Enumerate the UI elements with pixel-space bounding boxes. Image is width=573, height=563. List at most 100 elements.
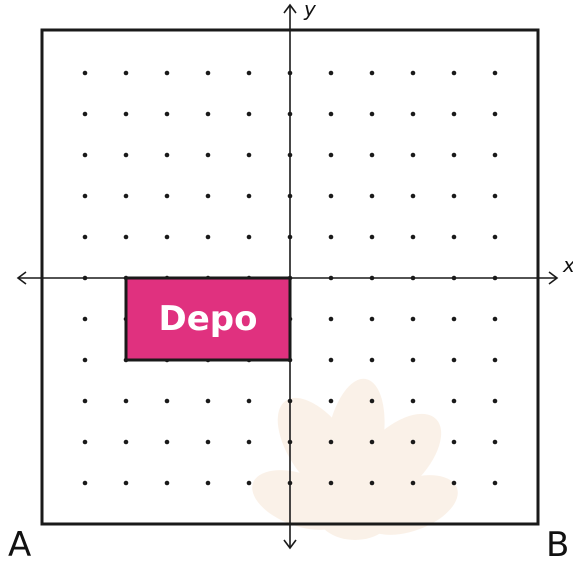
grid-dot [246, 111, 252, 117]
grid-dot [82, 152, 88, 158]
grid-dot [246, 398, 252, 404]
corner-label-a: A [8, 525, 31, 563]
grid-dot [82, 316, 88, 322]
grid-dot [246, 480, 252, 486]
grid-dot [328, 70, 334, 76]
grid-dot [369, 439, 375, 445]
grid-dot [246, 152, 252, 158]
grid-dot [369, 480, 375, 486]
grid-dot [410, 70, 416, 76]
grid-dot [328, 193, 334, 199]
corner-label-b: B [546, 525, 569, 563]
grid-dot [205, 234, 211, 240]
grid-dot [164, 152, 170, 158]
grid-dot [205, 480, 211, 486]
grid-dot [123, 152, 129, 158]
flower-watermark [252, 378, 458, 540]
grid-dot [123, 398, 129, 404]
grid-dot [410, 152, 416, 158]
grid-dot [410, 234, 416, 240]
grid-dot [205, 111, 211, 117]
grid-dot [451, 111, 457, 117]
grid-dot [123, 480, 129, 486]
grid-dot [492, 316, 498, 322]
grid-dot [123, 70, 129, 76]
grid-dot [82, 111, 88, 117]
grid-dot [123, 111, 129, 117]
grid-dot [369, 398, 375, 404]
x-axis-label: x [562, 253, 573, 277]
grid-dot [164, 193, 170, 199]
grid-dot [328, 357, 334, 363]
grid-dot [82, 70, 88, 76]
grid-dot [205, 193, 211, 199]
grid-dot [246, 70, 252, 76]
grid-dot [451, 398, 457, 404]
grid-dot [369, 193, 375, 199]
grid-dot [328, 439, 334, 445]
grid-dot [410, 398, 416, 404]
grid-dot [82, 480, 88, 486]
y-axis [283, 3, 297, 550]
depo-label: Depo [159, 299, 258, 339]
grid-dot [492, 480, 498, 486]
grid-dot [410, 193, 416, 199]
grid-dot [82, 193, 88, 199]
grid-dot [410, 357, 416, 363]
grid-dot [82, 439, 88, 445]
grid-dot [451, 439, 457, 445]
grid-dot [328, 234, 334, 240]
grid-dot [246, 193, 252, 199]
grid-dot [410, 480, 416, 486]
grid-dot [328, 316, 334, 322]
grid-dot [369, 111, 375, 117]
grid-dot [410, 316, 416, 322]
grid-dot [164, 70, 170, 76]
grid-dot [492, 398, 498, 404]
grid-dot [451, 480, 457, 486]
grid-dot [205, 439, 211, 445]
grid-dot [492, 357, 498, 363]
grid-dot [328, 398, 334, 404]
grid-dot [492, 439, 498, 445]
grid-dot [369, 152, 375, 158]
grid-dot [123, 234, 129, 240]
grid-dot [410, 439, 416, 445]
grid-dot [164, 398, 170, 404]
grid-dot [246, 234, 252, 240]
grid-dot [164, 439, 170, 445]
grid-dot [369, 357, 375, 363]
grid-dot [492, 193, 498, 199]
grid-dot [369, 70, 375, 76]
grid-dot [492, 70, 498, 76]
grid-dot [205, 398, 211, 404]
grid-dot [246, 439, 252, 445]
y-axis-label: y [303, 0, 317, 21]
grid-dot [123, 439, 129, 445]
grid-dot [369, 234, 375, 240]
grid-dot [328, 480, 334, 486]
grid-dot [492, 111, 498, 117]
grid-dot [451, 193, 457, 199]
grid-dot [451, 316, 457, 322]
grid-dot [82, 398, 88, 404]
grid-dot [492, 152, 498, 158]
grid-dot [369, 316, 375, 322]
grid-dot [492, 234, 498, 240]
grid-dot [451, 234, 457, 240]
x-axis [16, 271, 559, 285]
grid-dot [410, 111, 416, 117]
grid-dot [328, 111, 334, 117]
grid-dot [164, 234, 170, 240]
grid-dot [205, 70, 211, 76]
grid-dot [451, 357, 457, 363]
grid-dot [82, 234, 88, 240]
grid-dot [82, 357, 88, 363]
grid-dot [451, 70, 457, 76]
grid-dot [123, 193, 129, 199]
grid-dot [451, 152, 457, 158]
grid-dot [164, 111, 170, 117]
grid-dot [205, 152, 211, 158]
grid-dot [328, 152, 334, 158]
